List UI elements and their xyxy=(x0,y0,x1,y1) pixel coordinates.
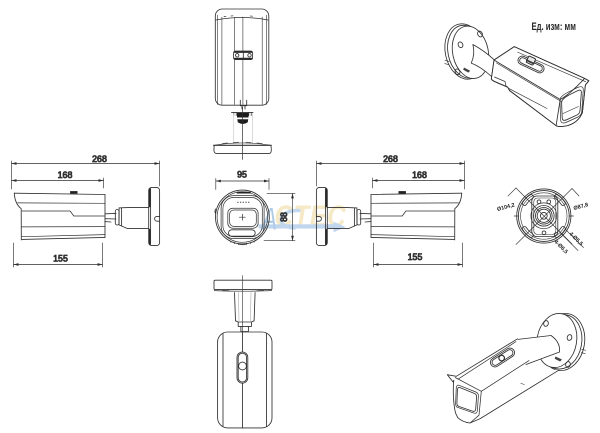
svg-text:95: 95 xyxy=(237,169,247,179)
svg-text:155: 155 xyxy=(408,252,423,262)
svg-text:88: 88 xyxy=(279,212,289,222)
svg-text:Ед. изм: мм: Ед. изм: мм xyxy=(532,20,576,33)
svg-text:268: 268 xyxy=(92,154,107,164)
svg-text:Ø87,8: Ø87,8 xyxy=(573,202,589,212)
svg-text:155: 155 xyxy=(53,254,68,264)
svg-text:268: 268 xyxy=(383,154,398,164)
svg-text:Ø104,2: Ø104,2 xyxy=(496,202,515,212)
svg-text:168: 168 xyxy=(412,170,427,180)
svg-text:A: A xyxy=(260,201,277,236)
svg-text:168: 168 xyxy=(58,170,73,180)
